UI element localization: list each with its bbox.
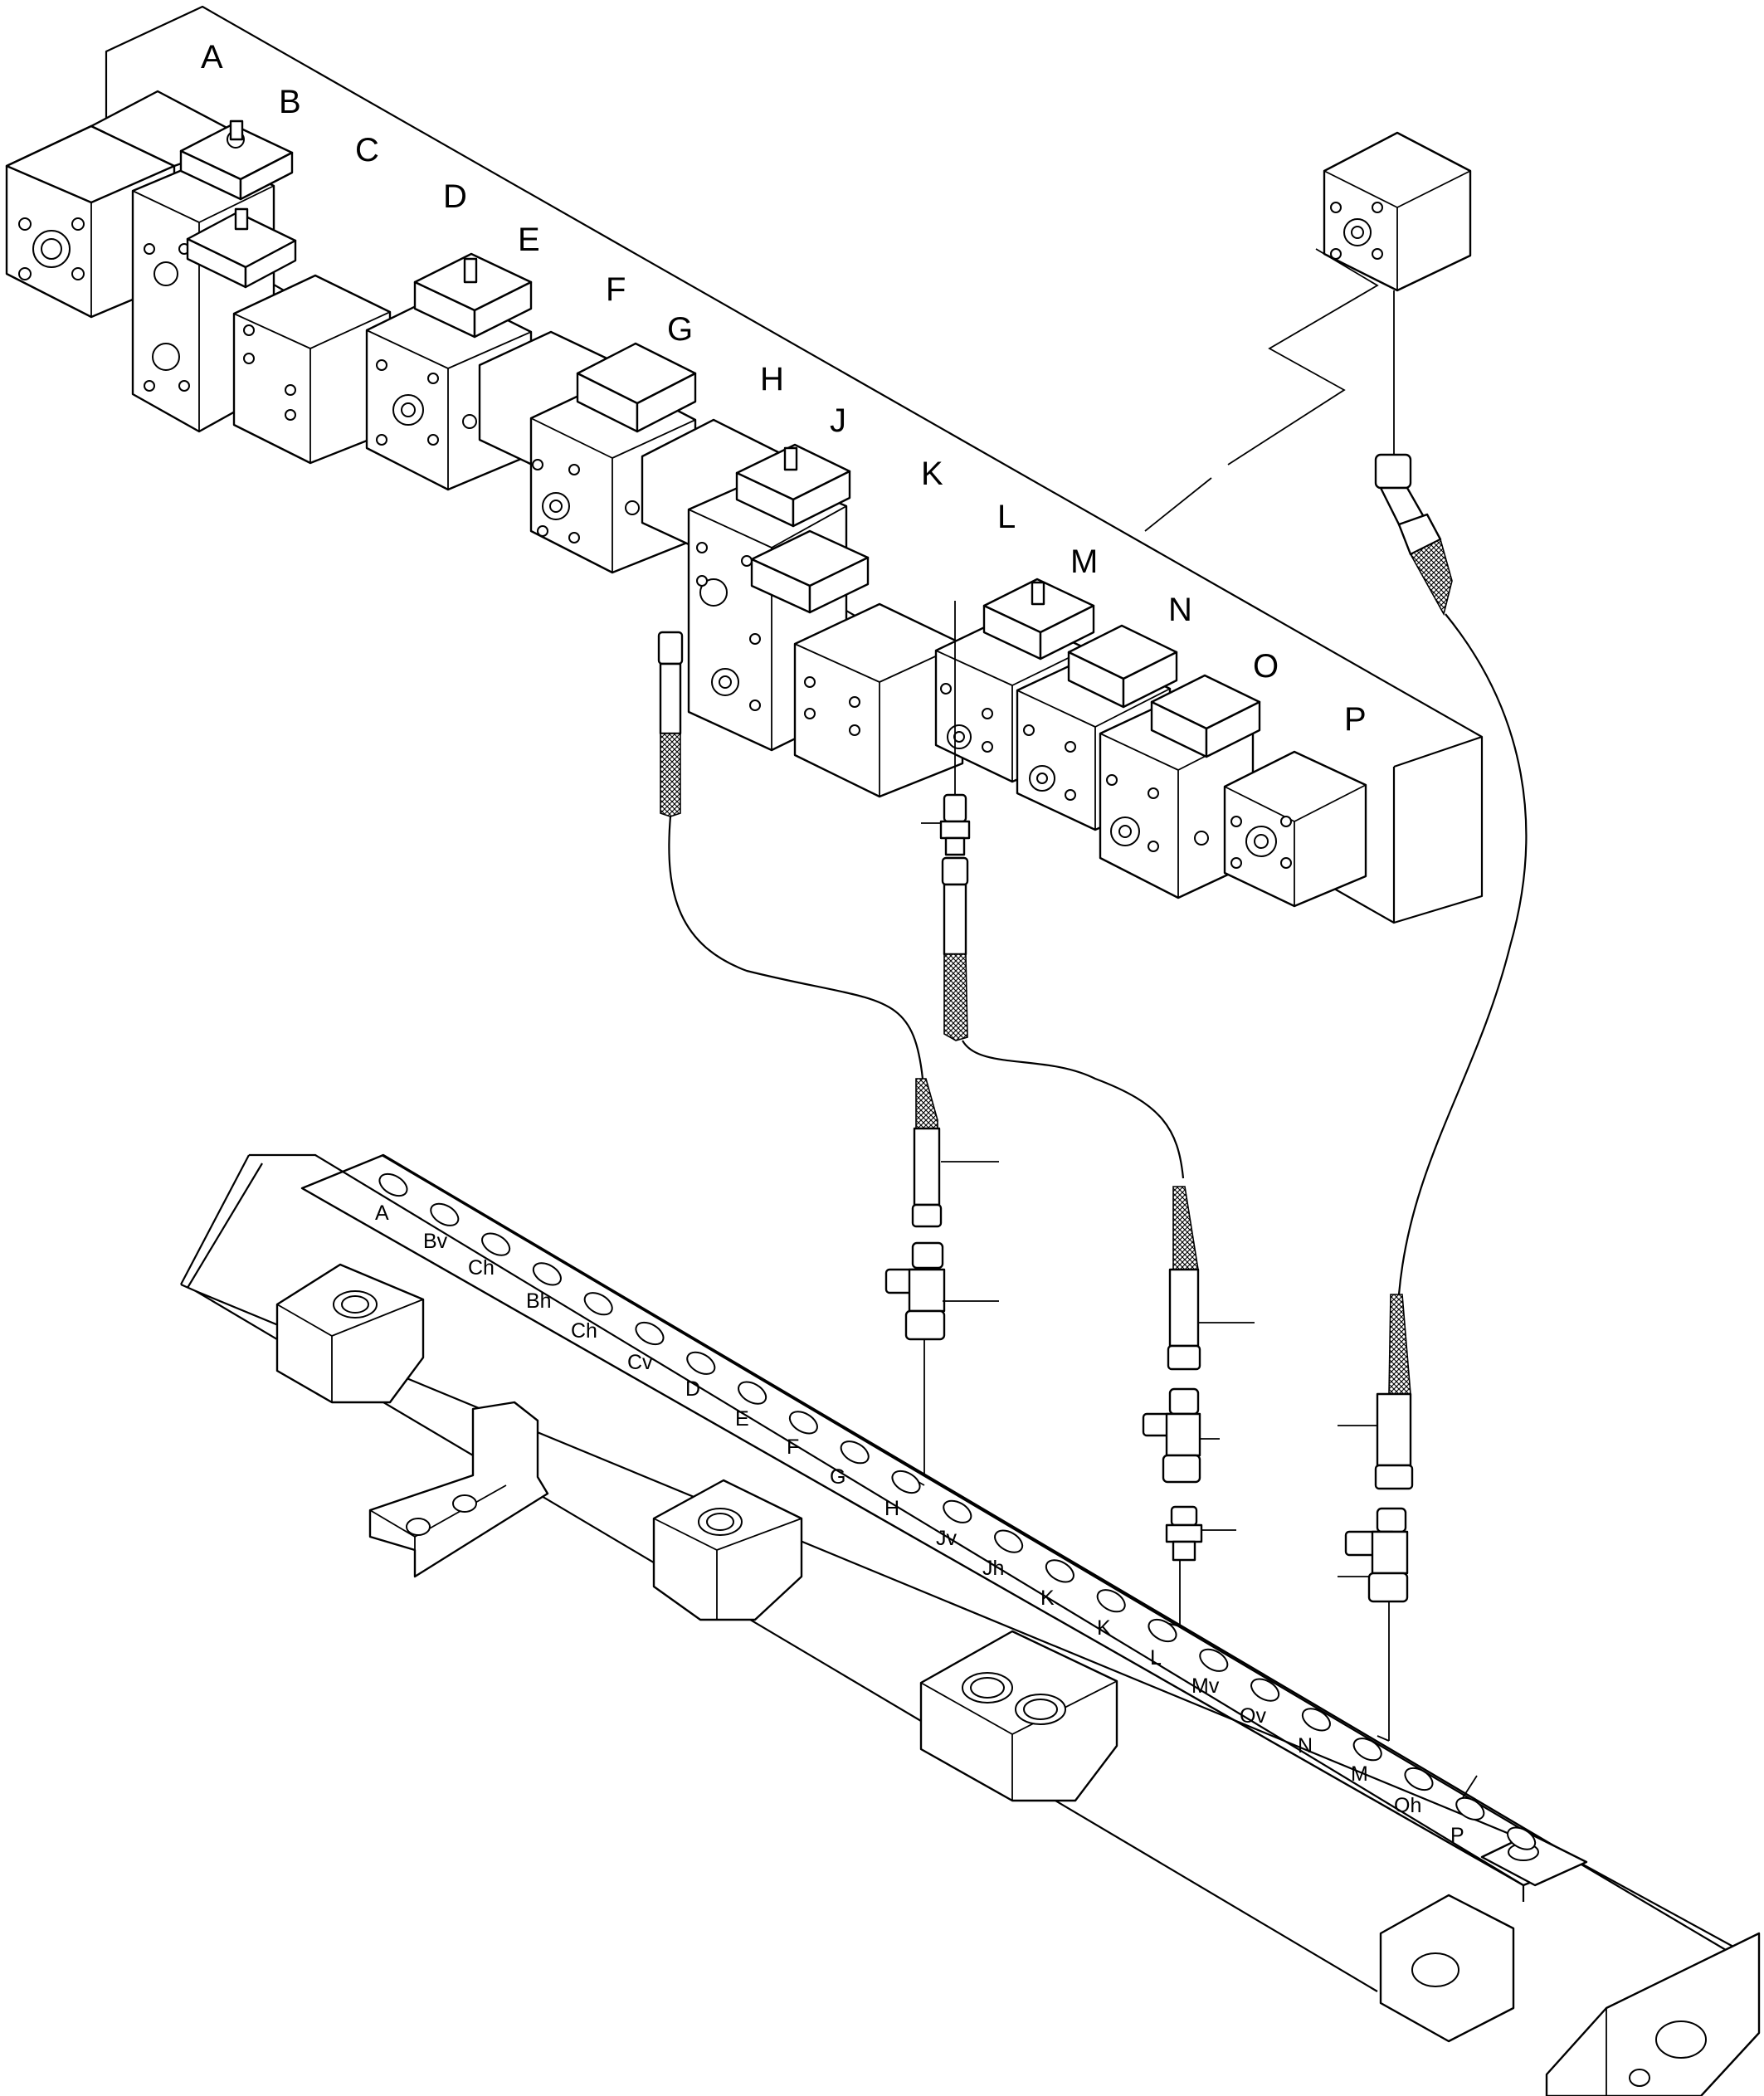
port-label: D <box>685 1377 700 1401</box>
valve-block-icon <box>1545 1932 1761 2096</box>
port-label: Ch <box>571 1319 597 1343</box>
port-hole <box>994 1529 1024 1553</box>
port-label: K <box>1040 1587 1055 1610</box>
port-label: G <box>830 1465 845 1489</box>
port-hole <box>1352 1738 1382 1762</box>
port-label: E <box>735 1407 749 1431</box>
port-hole <box>1045 1559 1074 1583</box>
hose-routing <box>657 290 1528 1741</box>
valve-label-o: O <box>1253 648 1279 685</box>
tee-fitting-icon <box>884 1241 946 1341</box>
port-hole <box>1455 1796 1485 1821</box>
valve-bank <box>5 5 1484 924</box>
valve-label-p: P <box>1344 701 1367 738</box>
port-hole <box>1404 1767 1434 1791</box>
port-hole <box>840 1440 870 1465</box>
valve-label-a: A <box>201 39 223 76</box>
valve-block-icon <box>1223 750 1367 908</box>
port-label: H <box>884 1497 899 1520</box>
hose-assembly-icon <box>657 631 943 1228</box>
valve-label-l: L <box>997 499 1016 535</box>
port-label: Ch <box>468 1256 495 1280</box>
port-label: K <box>1097 1616 1111 1640</box>
port-label: F <box>787 1436 799 1459</box>
port-label: Bh <box>526 1289 552 1313</box>
valve-label-j: J <box>830 402 846 439</box>
valve-block-icon <box>1323 131 1472 292</box>
valve-labels: A B C D E F G H J K L M N O P <box>201 39 1367 738</box>
port-hole <box>1096 1589 1126 1613</box>
port-labels: A Bv Ch Bh Ch Cv D E F G H Jv Jh K K L M… <box>375 1202 1464 1847</box>
valve-label-g: G <box>667 311 693 348</box>
port-label: Cv <box>627 1351 653 1374</box>
port-hole <box>891 1470 921 1494</box>
tee-fitting-icon <box>1142 1387 1201 1484</box>
port-label: Jv <box>936 1527 958 1550</box>
valve-block-icon <box>919 1630 1118 1802</box>
port-hole <box>635 1321 665 1346</box>
valve-block-icon <box>652 1479 803 1621</box>
elbow-fitting-icon <box>1374 453 1442 556</box>
valve-block-icon <box>232 274 392 465</box>
port-hole <box>378 1172 408 1197</box>
valve-label-n: N <box>1168 592 1192 628</box>
port-hole <box>943 1499 972 1523</box>
valve-block-icon <box>1099 674 1261 899</box>
port-hole <box>738 1381 767 1405</box>
port-hole <box>686 1351 716 1375</box>
port-label: L <box>1150 1646 1162 1669</box>
port-hole <box>1507 1826 1537 1850</box>
hose-assembly-icon <box>941 856 1201 1371</box>
port-hole <box>1148 1618 1177 1643</box>
port-hole <box>1250 1678 1280 1702</box>
port-label: N <box>1298 1734 1313 1757</box>
port-label: P <box>1450 1824 1464 1847</box>
valve-block-icon <box>275 1263 425 1404</box>
port-hole <box>430 1202 460 1226</box>
valve-label-f: F <box>606 271 626 308</box>
valve-label-m: M <box>1070 543 1098 580</box>
port-hole-row <box>378 1172 1537 1850</box>
port-hole <box>788 1411 818 1435</box>
straight-adapter-icon <box>939 793 971 856</box>
port-label: M <box>1351 1762 1368 1786</box>
port-label: Mv <box>1191 1674 1220 1698</box>
valve-label-h: H <box>760 361 784 397</box>
valve-label-e: E <box>518 222 540 258</box>
port-hole <box>1199 1648 1229 1672</box>
tee-fitting-icon <box>1344 1507 1409 1603</box>
manifold-rail-icon <box>180 1153 1761 2096</box>
straight-adapter-icon <box>1165 1505 1203 1562</box>
port-label: Ov <box>1240 1704 1266 1728</box>
port-hole <box>532 1262 562 1286</box>
port-label: Jh <box>982 1557 1004 1580</box>
port-hole <box>481 1232 511 1256</box>
port-hole <box>583 1292 613 1316</box>
valve-label-c: C <box>355 132 379 168</box>
valve-label-d: D <box>443 178 467 215</box>
port-label: A <box>375 1202 389 1225</box>
port-label: Bv <box>423 1230 448 1253</box>
port-label: Oh <box>1394 1794 1421 1817</box>
valve-block-icon <box>1379 1894 1515 2043</box>
port-hole <box>1301 1708 1331 1732</box>
valve-label-k: K <box>921 456 943 492</box>
valve-label-b: B <box>279 84 301 120</box>
